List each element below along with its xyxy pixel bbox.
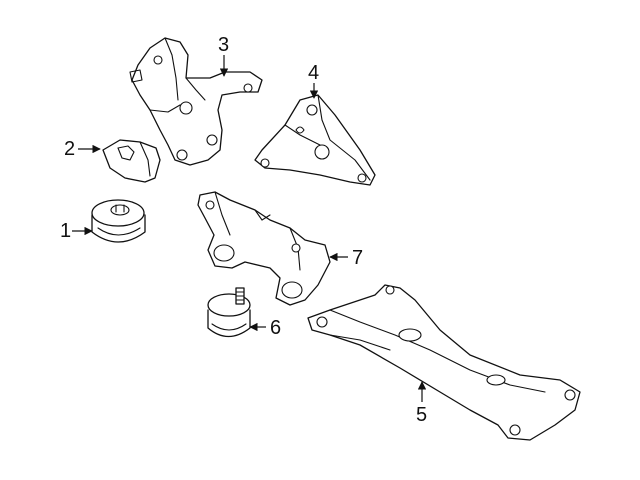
callout-5: 5 [416, 381, 427, 426]
callout-3: 3 [218, 34, 229, 77]
callout-2: 2 [64, 138, 101, 160]
part-4-mount-plate [254, 94, 376, 186]
part-6-transmission-mount [207, 287, 251, 338]
callout-label-2: 2 [64, 138, 75, 160]
callout-6: 6 [249, 317, 281, 339]
callout-label-7: 7 [352, 247, 363, 269]
callout-label-6: 6 [270, 317, 281, 339]
callout-label-5: 5 [416, 404, 427, 426]
callout-7: 7 [329, 247, 363, 269]
callout-label-4: 4 [308, 62, 319, 84]
part-2-heat-shield [102, 139, 161, 183]
part-1-engine-mount [91, 199, 146, 243]
callout-label-1: 1 [60, 220, 71, 242]
callout-1: 1 [60, 220, 93, 242]
part-3-engine-bracket [129, 37, 263, 166]
callout-label-3: 3 [218, 34, 229, 56]
part-5-crossmember [307, 284, 581, 441]
part-7-transmission-bracket [197, 191, 331, 306]
callout-4: 4 [308, 62, 319, 99]
